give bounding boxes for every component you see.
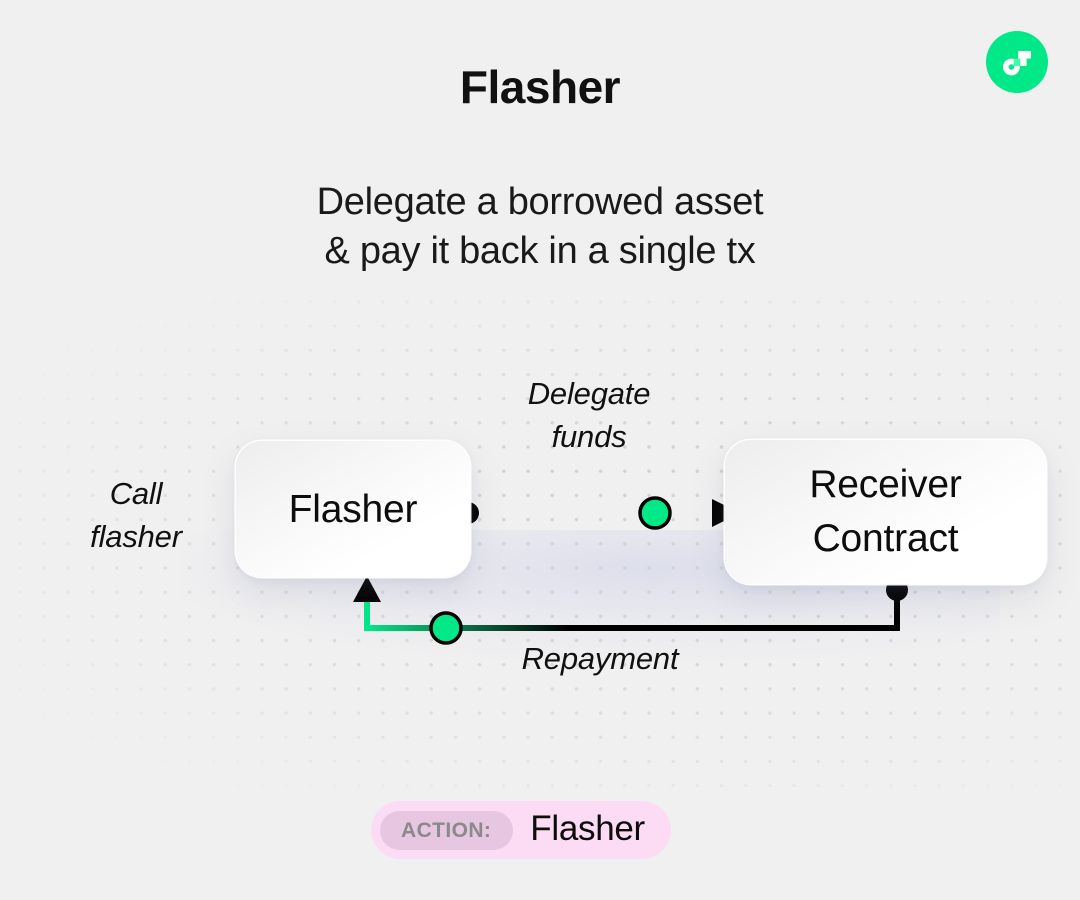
edge-label-delegate-funds-line-2: funds: [551, 419, 627, 454]
node-flasher-label: Flasher: [288, 487, 418, 531]
node-receiver-contract[interactable]: Receiver Contract: [725, 440, 1046, 584]
edge-repayment: [353, 576, 908, 645]
action-badge-value: Flasher: [530, 809, 645, 848]
page-subtitle-line-2: & pay it back in a single tx: [324, 230, 756, 272]
edge-label-call-flasher-line-1: Call: [109, 476, 163, 511]
repayment-line: [364, 590, 900, 631]
brand-logo[interactable]: [986, 31, 1048, 93]
delegate-funds-accent-node: [638, 496, 672, 530]
action-badge-kicker: ACTION:: [380, 810, 514, 850]
edge-delegate-funds: [457, 496, 740, 530]
edge-label-delegate-funds-line-1: Delegate: [527, 376, 651, 411]
flashstake-f-logo-icon: [997, 42, 1037, 82]
node-receiver-contract-label: Receiver Contract: [809, 458, 961, 566]
node-flasher[interactable]: Flasher: [236, 441, 470, 577]
action-badge[interactable]: ACTION: Flasher: [371, 801, 671, 859]
node-receiver-contract-label-line-1: Receiver: [809, 463, 962, 506]
node-receiver-contract-label-line-2: Contract: [812, 517, 959, 560]
edge-label-repayment-line-1: Repayment: [521, 641, 679, 676]
edge-label-call-flasher: Call flasher: [36, 472, 236, 558]
repayment-arrowhead-icon: [353, 576, 381, 602]
flow-diagram: Flasher Receiver Contract Call flasher D…: [0, 300, 1080, 800]
page-subtitle-line-1: Delegate a borrowed asset: [316, 181, 764, 223]
page-subtitle: Delegate a borrowed asset & pay it back …: [0, 178, 1080, 276]
edge-label-delegate-funds: Delegate funds: [449, 372, 729, 458]
page-title: Flasher: [459, 61, 621, 113]
edge-label-call-flasher-line-2: flasher: [90, 519, 182, 554]
edge-label-repayment: Repayment: [440, 637, 760, 680]
